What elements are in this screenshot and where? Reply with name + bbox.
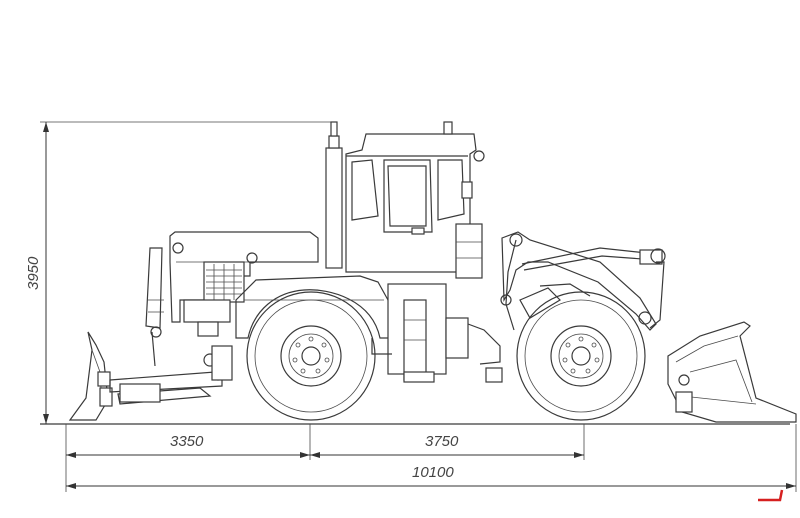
front-wheel [246, 291, 376, 421]
rear-wheel [516, 291, 646, 421]
operator-cab [345, 121, 485, 279]
exhaust-stack [325, 121, 343, 269]
loader-bucket [667, 321, 797, 423]
engine-hood [169, 231, 319, 337]
height-label: 3950 [25, 256, 42, 290]
front-overhang-label: 3350 [170, 433, 204, 450]
dozer-blade [68, 247, 233, 421]
main-body [235, 275, 503, 383]
loader-arm [500, 231, 666, 331]
wheelbase-label: 3750 [425, 433, 459, 450]
height-dimension: 3950 [25, 121, 335, 425]
overhang-dimension: 3350 3750 [65, 424, 797, 492]
overall-length-label: 10100 [412, 464, 454, 481]
corner-mark [758, 489, 784, 502]
length-dimension: 10100 [66, 464, 796, 489]
